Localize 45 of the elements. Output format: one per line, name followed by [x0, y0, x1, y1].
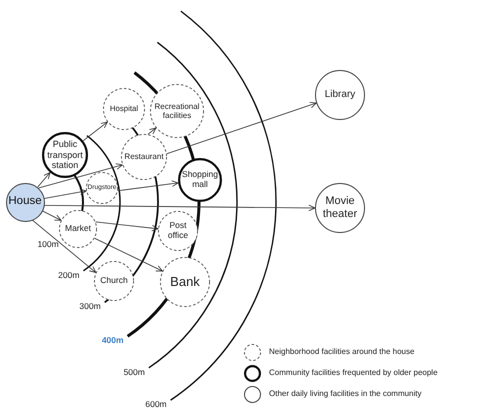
legend-text: Neighborhood facilities around the house	[269, 347, 414, 357]
arrow	[38, 163, 123, 188]
distance-label: 400m	[102, 335, 124, 346]
distance-label: 300m	[79, 301, 101, 312]
node-label: Shopping mall	[181, 170, 219, 190]
legend-text: Community facilities frequented by older people	[269, 368, 438, 378]
facility-circle	[160, 257, 210, 307]
arrow	[148, 128, 156, 135]
node-label: Public transport station	[46, 139, 84, 171]
distance-label: 100m	[37, 239, 59, 250]
facility-circle	[42, 132, 88, 178]
facility-circle	[315, 70, 365, 120]
legend-text: Other daily living facilities in the community	[269, 389, 422, 399]
node-label: Bank	[169, 274, 201, 290]
facility-circle	[158, 211, 198, 251]
node-label: Restaurant	[123, 152, 165, 162]
facility-circle	[59, 210, 97, 248]
arrow	[94, 238, 163, 272]
arrow	[42, 210, 62, 221]
node-label: Library	[324, 89, 356, 101]
arrow	[95, 221, 159, 232]
facility-circle	[178, 158, 222, 202]
arrow	[37, 172, 50, 188]
facility-circle	[121, 134, 167, 180]
distance-label: 600m	[145, 399, 167, 410]
arrow	[82, 122, 108, 142]
arrow	[166, 102, 317, 154]
node-label: Recreational facilities	[154, 102, 200, 120]
node-label: Movie theater	[322, 195, 358, 221]
house-circle	[6, 182, 44, 222]
facility-circle	[86, 172, 118, 204]
facility-circle	[94, 261, 134, 301]
distance-label: 200m	[58, 270, 80, 280]
facility-circle	[103, 88, 145, 130]
arrow	[117, 180, 179, 192]
arrow	[32, 220, 96, 273]
facility-circle	[150, 84, 204, 138]
node-label: Post office	[166, 221, 190, 241]
facility-circle	[315, 183, 365, 233]
distance-label: 500m	[124, 366, 145, 377]
node-label: Church	[99, 276, 129, 286]
node-label: Market	[64, 224, 92, 234]
node-label: House	[7, 195, 43, 209]
arrow	[44, 188, 87, 199]
arrow	[44, 204, 316, 212]
